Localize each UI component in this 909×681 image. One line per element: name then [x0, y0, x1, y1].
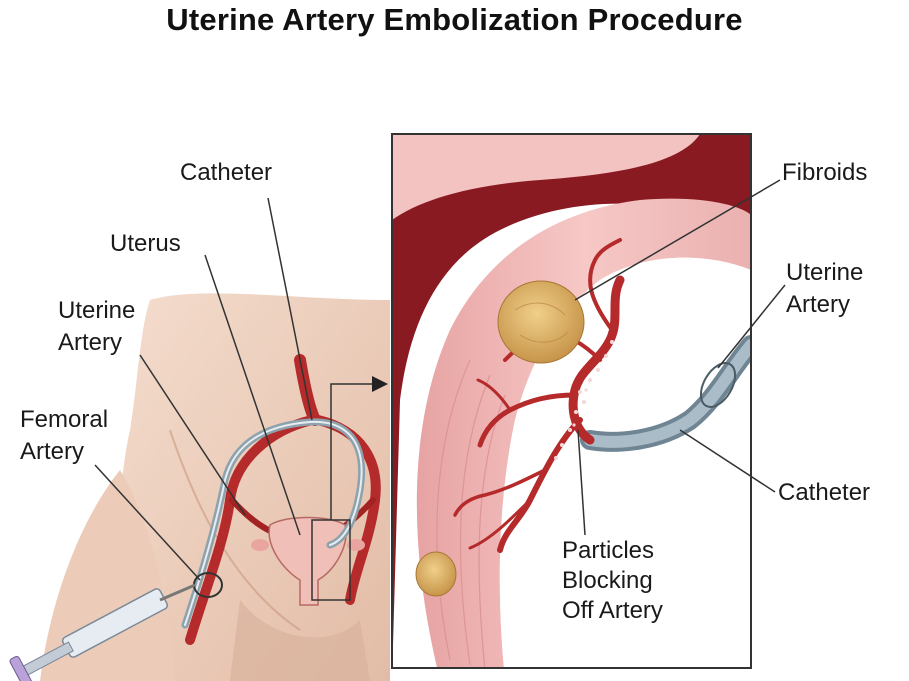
- label-fibroids: Fibroids: [782, 158, 867, 188]
- label-uterine-artery-left-line1: Uterine: [58, 296, 135, 326]
- fibroid-small: [416, 552, 456, 596]
- label-particles-line1: Particles: [562, 536, 654, 566]
- label-femoral-artery-line2: Artery: [20, 437, 84, 467]
- ovary-left: [251, 539, 269, 551]
- label-particles-line3: Off Artery: [562, 596, 663, 626]
- label-uterine-artery-left-line2: Artery: [58, 328, 122, 358]
- fibroid-large: [498, 281, 584, 363]
- label-uterus: Uterus: [110, 229, 181, 259]
- label-uterine-artery-right-line2: Artery: [786, 290, 850, 320]
- label-femoral-artery-line1: Femoral: [20, 405, 108, 435]
- label-uterine-artery-right-line1: Uterine: [786, 258, 863, 288]
- label-catheter-top: Catheter: [180, 158, 272, 188]
- label-catheter-right: Catheter: [778, 478, 870, 508]
- label-particles-line2: Blocking: [562, 566, 653, 596]
